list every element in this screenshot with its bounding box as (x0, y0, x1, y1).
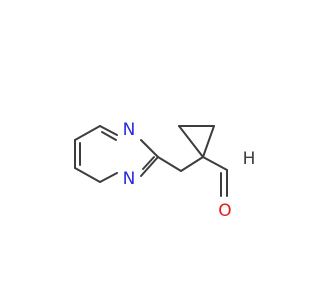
atom-labels: N N H O (123, 120, 256, 221)
atom-label-n3: N (123, 169, 136, 189)
bonds (74, 125, 228, 197)
bond-ring-n1-c2 (140, 139, 159, 158)
bond-cyclopropane-3 (202, 125, 215, 158)
bond-ring-c6-c5 (74, 125, 101, 141)
structure-canvas: N N H O (74, 120, 256, 221)
bond-ring-c4-n3 (99, 172, 118, 183)
bond-ring-double-inner-top (101, 131, 117, 141)
bond-ring-n3-c2 (140, 156, 159, 177)
bond-c2-ch2 (157, 156, 182, 172)
bond-ring-c5-c4 (74, 167, 101, 183)
bond-ring-double-inner-bottom (142, 156, 155, 170)
bond-cyclopropyl-cho (202, 156, 228, 171)
atom-label-h: H (243, 149, 256, 169)
atom-label-n1: N (123, 120, 136, 140)
atom-label-o: O (218, 201, 231, 221)
molecule-diagram: N N H O (74, 120, 256, 221)
bond-ring-c6-n1 (99, 125, 118, 136)
bond-cyclopropane-1 (178, 125, 204, 158)
bond-ch2-cyclopropyl (180, 156, 204, 172)
